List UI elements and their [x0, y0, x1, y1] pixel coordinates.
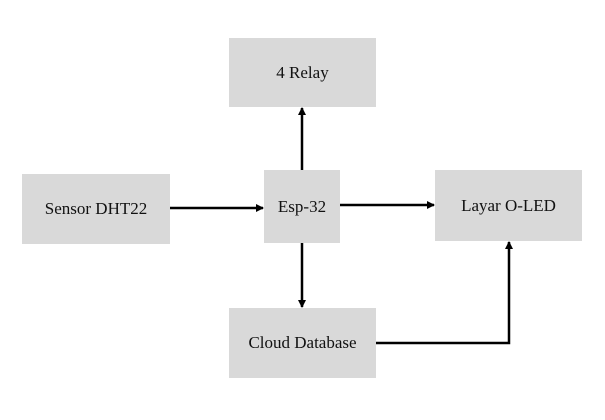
node-sensor: Sensor DHT22	[22, 174, 170, 244]
node-relay: 4 Relay	[229, 38, 376, 107]
node-label: Sensor DHT22	[44, 199, 148, 218]
node-oled: Layar O-LED	[435, 170, 582, 241]
node-label: Layar O-LED	[461, 195, 556, 215]
node-cloud-database: Cloud Database	[229, 308, 376, 378]
node-label: Cloud Database	[248, 333, 357, 352]
arrow-cloud-to-oled	[376, 241, 513, 345]
node-esp32: Esp-32	[264, 170, 340, 243]
node-label: Esp-32	[277, 196, 327, 216]
node-label: 4 Relay	[276, 62, 329, 82]
